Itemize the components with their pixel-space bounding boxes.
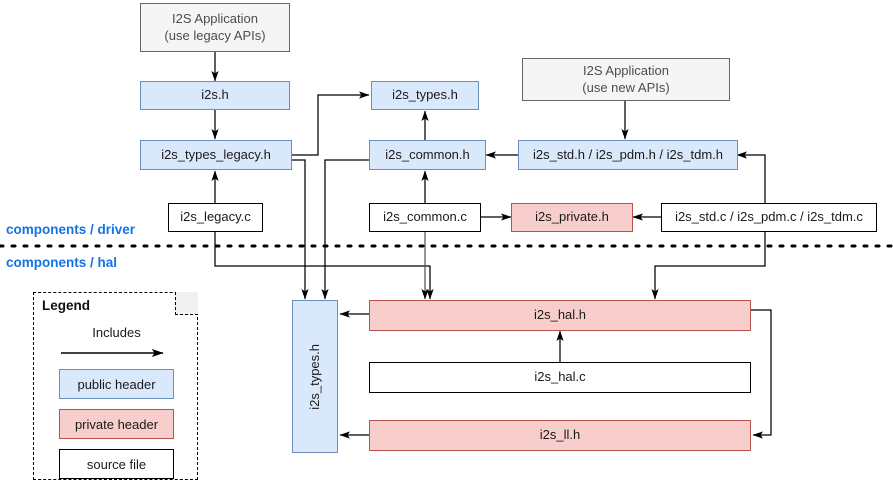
node-i2s-std-pdm-tdm-c[interactable]: i2s_std.c / i2s_pdm.c / i2s_tdm.c [661, 203, 877, 232]
node-i2s-std-pdm-tdm-h[interactable]: i2s_std.h / i2s_pdm.h / i2s_tdm.h [518, 140, 738, 170]
node-i2s-common-h[interactable]: i2s_common.h [369, 140, 486, 170]
node-i2s-types-legacy-h[interactable]: i2s_types_legacy.h [140, 140, 292, 170]
legend-item-public-header: public header [59, 369, 174, 399]
divider-label-hal: components / hal [6, 255, 118, 270]
node-i2s-hal-c[interactable]: i2s_hal.c [369, 362, 751, 393]
node-app-legacy[interactable]: I2S Application (use legacy APIs) [140, 3, 290, 52]
node-i2s-common-c[interactable]: i2s_common.c [369, 203, 481, 232]
node-i2s-types-h-hal[interactable]: i2s_types.h [292, 300, 338, 453]
node-i2s-hal-h[interactable]: i2s_hal.h [369, 300, 751, 331]
legend-includes-label: Includes [92, 325, 141, 340]
legend-includes-arrow-icon [61, 348, 164, 358]
node-i2s-types-h-top[interactable]: i2s_types.h [371, 81, 479, 110]
legend: Legend Includes public header private he… [33, 292, 198, 480]
node-app-new[interactable]: I2S Application (use new APIs) [522, 58, 730, 101]
node-i2s-legacy-c[interactable]: i2s_legacy.c [168, 203, 263, 232]
node-i2s-ll-h[interactable]: i2s_ll.h [369, 420, 751, 451]
node-i2s-types-h-hal-label: i2s_types.h [306, 343, 322, 410]
legend-item-private-header: private header [59, 409, 174, 439]
legend-fold-corner-icon [175, 292, 198, 315]
legend-item-source-file: source file [59, 449, 174, 479]
node-i2s-h[interactable]: i2s.h [140, 81, 290, 110]
legend-title: Legend [42, 298, 91, 313]
divider-label-driver: components / driver [6, 222, 136, 237]
node-i2s-private-h[interactable]: i2s_private.h [511, 203, 633, 232]
